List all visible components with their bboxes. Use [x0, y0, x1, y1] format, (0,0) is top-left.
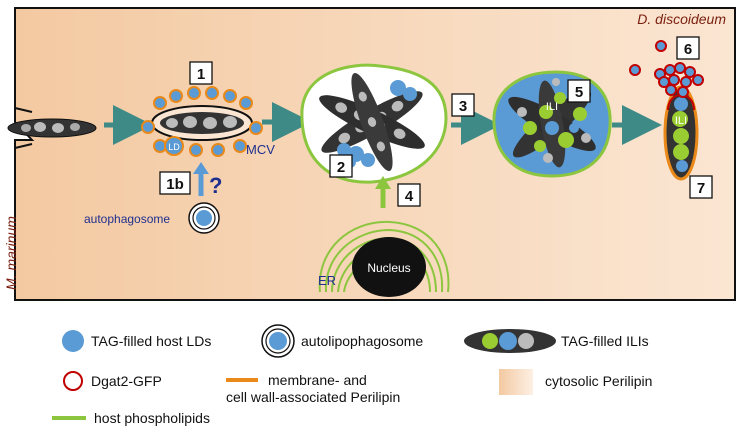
step-7-label: 7	[697, 180, 705, 197]
nucleus-label: Nucleus	[367, 261, 410, 275]
legend-autolipophagosome-icon	[261, 324, 295, 358]
er-label: ER	[318, 273, 336, 288]
autophagosome-icon	[188, 202, 220, 234]
step-1b-box	[159, 171, 191, 195]
step-2-label: 2	[337, 159, 345, 176]
step-1-box	[189, 61, 213, 85]
step-6-label: 6	[684, 41, 692, 58]
organism-label: D. discoideum	[637, 11, 726, 27]
stage-1-lipid-droplets	[141, 86, 263, 157]
nucleus	[352, 237, 426, 297]
legend-autolipophagosome-label: autolipophagosome	[301, 333, 423, 349]
step-1b-label: 1b	[166, 176, 184, 193]
mcv-label: MCV	[246, 142, 275, 157]
up-arrow-blue	[193, 162, 209, 196]
legend-membrane-perilipin-label-2: cell wall-associated Perilipin	[226, 389, 400, 405]
step-5-box	[567, 79, 591, 103]
legend-cytosolic-perilipin-icon	[499, 369, 533, 395]
step-3-box	[451, 93, 475, 117]
ld-label: LD	[168, 142, 180, 152]
legend-phospholipid-label: host phospholipids	[94, 410, 210, 426]
dgat2-gfp-cluster	[629, 40, 704, 98]
entering-bacterium	[7, 118, 97, 138]
ili-label-7: ILI	[675, 115, 687, 127]
step-1-label: 1	[197, 66, 205, 83]
step-4-box	[397, 183, 421, 207]
stage-2-vacuole	[300, 63, 448, 184]
legend-host-ld-label: TAG-filled host LDs	[91, 333, 211, 349]
ili-label-5: ILI	[546, 101, 558, 113]
step-2-box	[329, 154, 353, 178]
bacterium-label: M. marinum	[3, 216, 19, 290]
legend-ili-label: TAG-filled ILIs	[561, 333, 649, 349]
up-arrow-green	[375, 176, 391, 208]
legend-dgat2-label: Dgat2-GFP	[91, 373, 162, 389]
legend-membrane-perilipin-label-1: membrane- and	[268, 372, 367, 388]
stage-7-bacterium	[663, 85, 699, 181]
legend-dgat2-icon	[63, 371, 83, 391]
step-3-label: 3	[459, 98, 467, 115]
step-4-label: 4	[405, 188, 414, 205]
endoplasmic-reticulum	[318, 220, 450, 293]
legend-ili-icon	[464, 329, 556, 353]
autophagosome-label: autophagosome	[84, 212, 170, 226]
step-7-box	[689, 175, 713, 199]
legend: TAG-filled host LDs autolipophagosome TA…	[52, 324, 652, 426]
legend-cytosolic-perilipin-label: cytosolic Perilipin	[545, 373, 652, 389]
step-6-box	[676, 36, 700, 60]
stage-5-vacuole	[492, 70, 612, 178]
question-mark: ?	[209, 173, 222, 198]
stage-1-mcv	[141, 86, 263, 157]
step-5-label: 5	[575, 84, 583, 101]
legend-host-ld-icon	[62, 330, 84, 352]
